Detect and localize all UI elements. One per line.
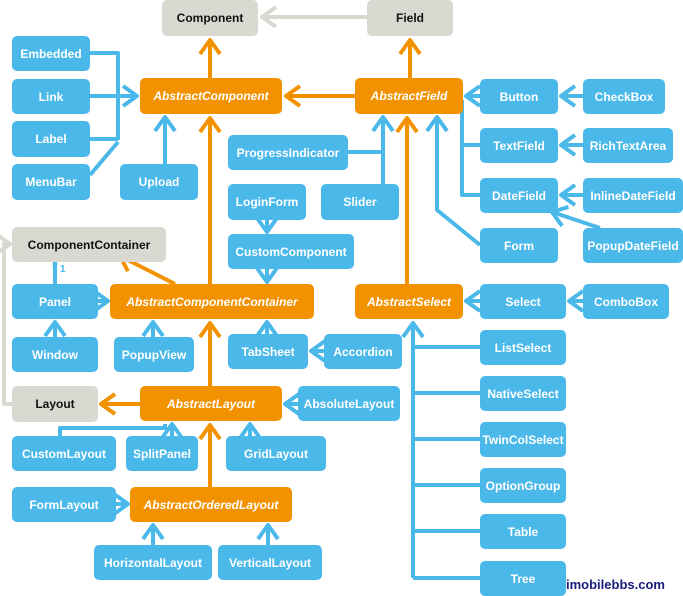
node-tabsheet: TabSheet xyxy=(228,334,308,369)
node-window: Window xyxy=(12,337,98,372)
multiplicity-label: 1 xyxy=(60,264,66,275)
node-label: Label xyxy=(12,121,90,157)
node-absolute-layout: AbsoluteLayout xyxy=(298,386,400,421)
node-slider: Slider xyxy=(321,184,399,220)
node-vertical-layout: VerticalLayout xyxy=(218,545,322,580)
node-twincolselect: TwinColSelect xyxy=(480,422,566,457)
node-upload: Upload xyxy=(120,164,198,200)
node-custom-layout: CustomLayout xyxy=(12,436,116,471)
node-progress-indicator: ProgressIndicator xyxy=(228,135,348,170)
node-link: Link xyxy=(12,79,90,114)
node-optiongroup: OptionGroup xyxy=(480,468,566,503)
node-abstract-ordered-layout: AbstractOrderedLayout xyxy=(130,487,292,522)
node-splitpanel: SplitPanel xyxy=(126,436,198,471)
node-richtextarea: RichTextArea xyxy=(583,128,673,163)
node-form-layout: FormLayout xyxy=(12,487,116,522)
node-abstract-component: AbstractComponent xyxy=(140,78,282,114)
node-accordion: Accordion xyxy=(324,334,402,369)
node-component: Component xyxy=(162,0,258,36)
node-panel: Panel xyxy=(12,284,98,319)
node-abstract-layout: AbstractLayout xyxy=(140,386,282,421)
edge-layout-componentcontainer xyxy=(0,232,12,406)
node-abstract-field: AbstractField xyxy=(355,78,463,114)
node-field: Field xyxy=(367,0,453,36)
node-datefield: DateField xyxy=(480,178,558,213)
node-textfield: TextField xyxy=(480,128,558,163)
node-combobox: ComboBox xyxy=(583,284,669,319)
node-loginform: LoginForm xyxy=(228,184,306,220)
node-embedded: Embedded xyxy=(12,36,90,71)
node-popupview: PopupView xyxy=(114,337,194,372)
node-popupdatefield: PopupDateField xyxy=(583,228,683,263)
node-grid-layout: GridLayout xyxy=(226,436,326,471)
node-menubar: MenuBar xyxy=(12,164,90,200)
node-custom-component: CustomComponent xyxy=(228,234,354,269)
node-component-container: ComponentContainer xyxy=(12,227,166,262)
node-layout: Layout xyxy=(12,386,98,422)
node-form: Form xyxy=(480,228,558,263)
node-tree: Tree xyxy=(480,561,566,596)
node-listselect: ListSelect xyxy=(480,330,566,365)
node-checkbox: CheckBox xyxy=(583,79,665,114)
node-abstract-select: AbstractSelect xyxy=(355,284,463,319)
watermark: imobilebbs.com xyxy=(566,577,665,592)
node-nativeselect: NativeSelect xyxy=(480,376,566,411)
node-select: Select xyxy=(480,284,566,319)
node-button: Button xyxy=(480,79,558,114)
node-abstract-component-container: AbstractComponentContainer xyxy=(110,284,314,319)
node-horizontal-layout: HorizontalLayout xyxy=(94,545,212,580)
node-table: Table xyxy=(480,514,566,549)
node-inlinedatefield: InlineDateField xyxy=(583,178,683,213)
